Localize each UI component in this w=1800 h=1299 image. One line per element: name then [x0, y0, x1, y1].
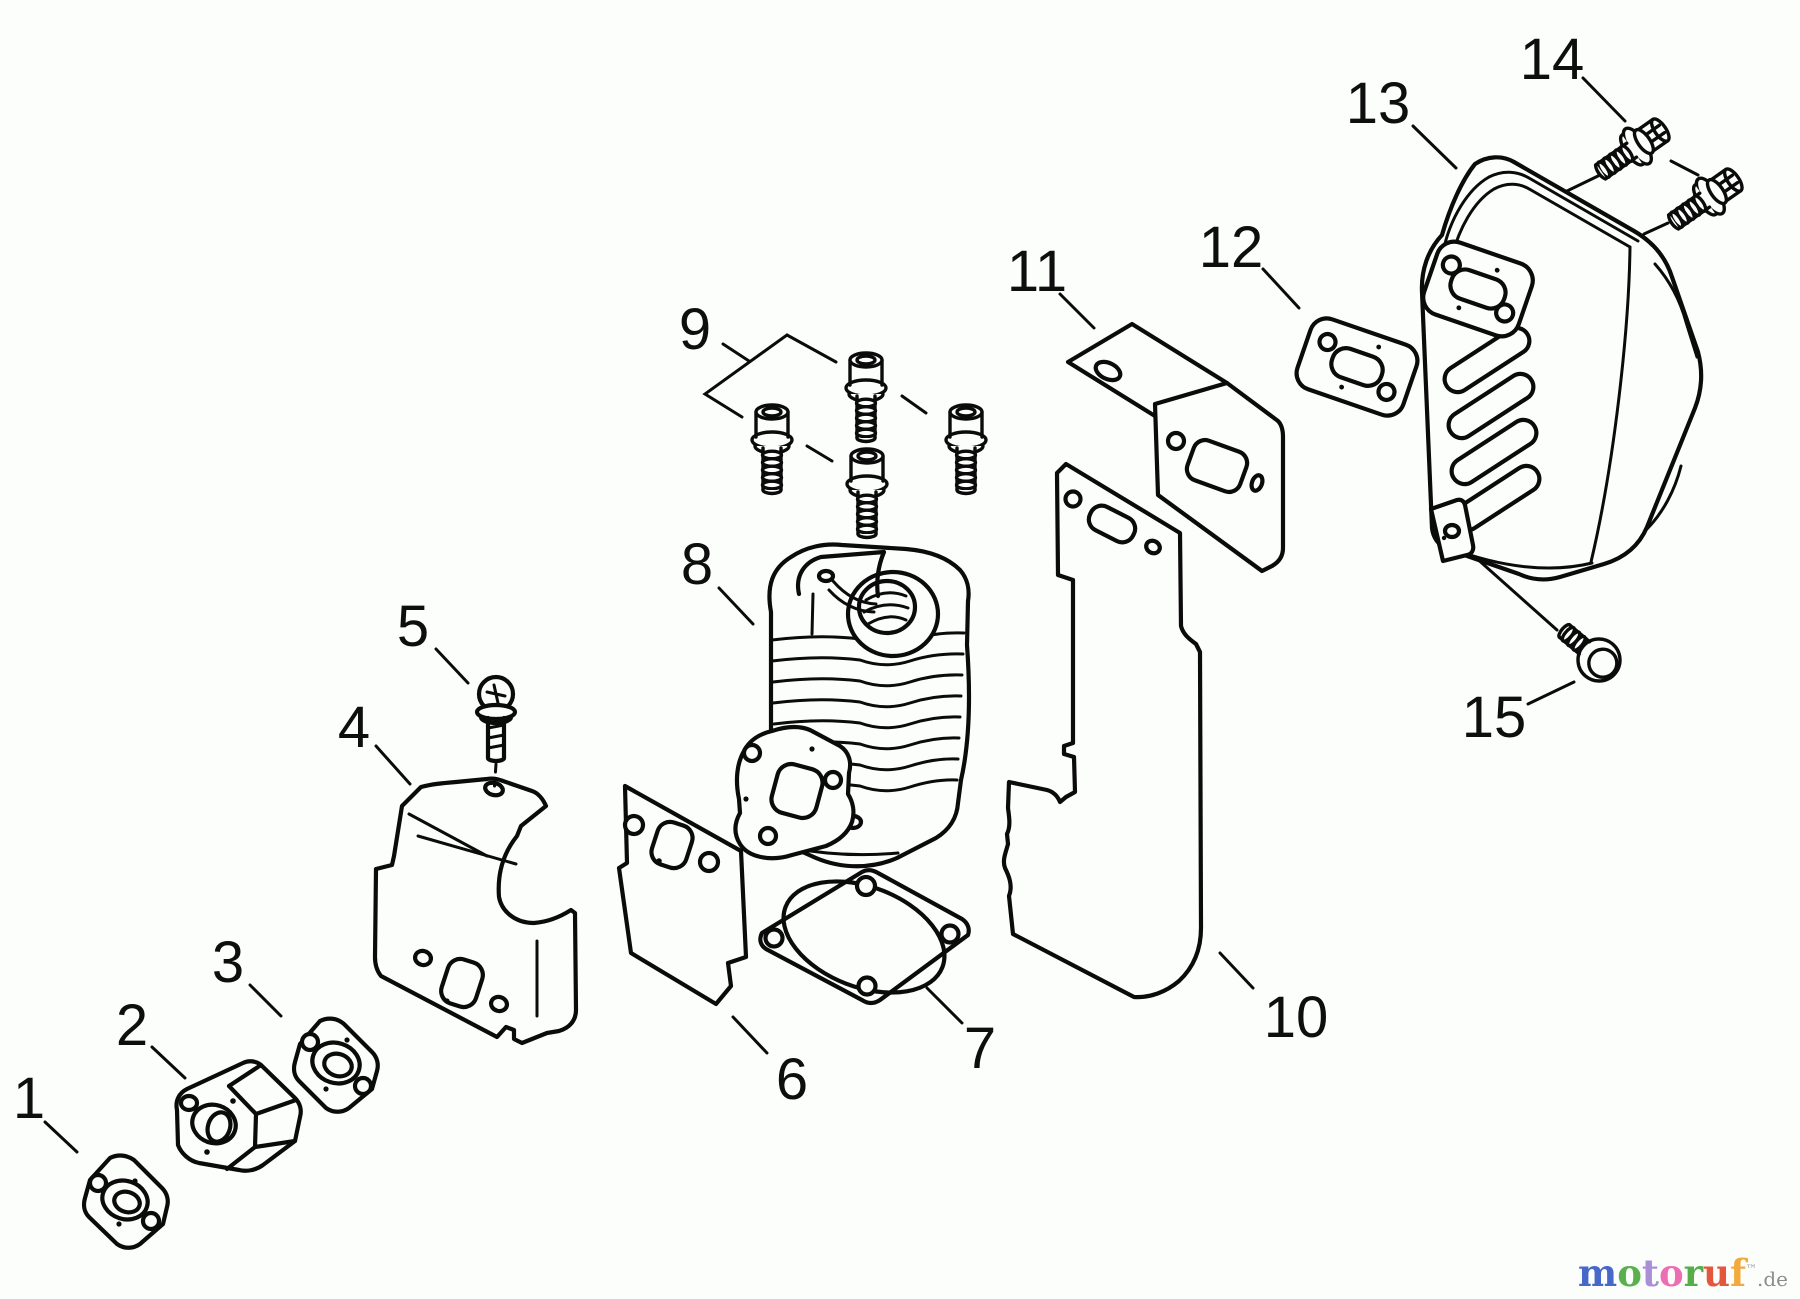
- part-4-heat-shield: [372, 776, 579, 1046]
- part-10-cover-shield: [1001, 461, 1204, 1000]
- part-7-base-gasket: [758, 868, 971, 1006]
- callout-label-3: 3: [212, 930, 244, 995]
- callout-label-9: 9: [679, 297, 711, 362]
- callout-label-7: 7: [964, 1016, 996, 1081]
- logo-trademark: ™: [1746, 1262, 1757, 1276]
- callout-labels: 1 2 3 4 5 6 7 8 9 10 11 12 13 14 15: [13, 27, 1584, 1131]
- logo-suffix: .de: [1757, 1267, 1788, 1291]
- logo-letter: m: [1578, 1251, 1618, 1295]
- callout-label-12: 12: [1199, 215, 1264, 280]
- part-11-bracket: [1065, 321, 1286, 574]
- callout-label-1: 1: [13, 1066, 45, 1131]
- motoruf-logo: motoruf™.de: [1578, 1255, 1788, 1292]
- logo-letter: u: [1703, 1251, 1731, 1295]
- callout-label-8: 8: [681, 532, 713, 597]
- part-2-insulator-block: [174, 1059, 303, 1173]
- part-9-bolts: [750, 351, 988, 540]
- callout-label-6: 6: [776, 1047, 808, 1112]
- callout-label-13: 13: [1346, 71, 1411, 136]
- part-3-gasket: [291, 1016, 380, 1114]
- callout-label-5: 5: [397, 594, 429, 659]
- part-8-cylinder: [733, 542, 972, 869]
- logo-letter: f: [1730, 1251, 1746, 1295]
- logo-letter: r: [1683, 1251, 1704, 1295]
- part-6-gasket-plate: [616, 783, 749, 1007]
- logo-letter: o: [1617, 1251, 1642, 1295]
- part-15-screw: [1547, 611, 1631, 692]
- callout-label-15: 15: [1462, 685, 1527, 750]
- callout-label-14: 14: [1520, 27, 1585, 92]
- part-5-screw: [474, 674, 518, 788]
- callout-label-10: 10: [1264, 985, 1329, 1050]
- logo-letter: o: [1658, 1251, 1684, 1295]
- callout-label-4: 4: [338, 695, 370, 760]
- part-1-gasket: [81, 1153, 170, 1250]
- callout-leader-lines: [43, 76, 1700, 1154]
- logo-letter: t: [1641, 1251, 1659, 1295]
- part-12-muffler-gasket: [1294, 316, 1420, 418]
- callout-label-11: 11: [1007, 239, 1067, 304]
- callout-label-2: 2: [116, 993, 148, 1058]
- part-13-muffler: [1419, 155, 1704, 582]
